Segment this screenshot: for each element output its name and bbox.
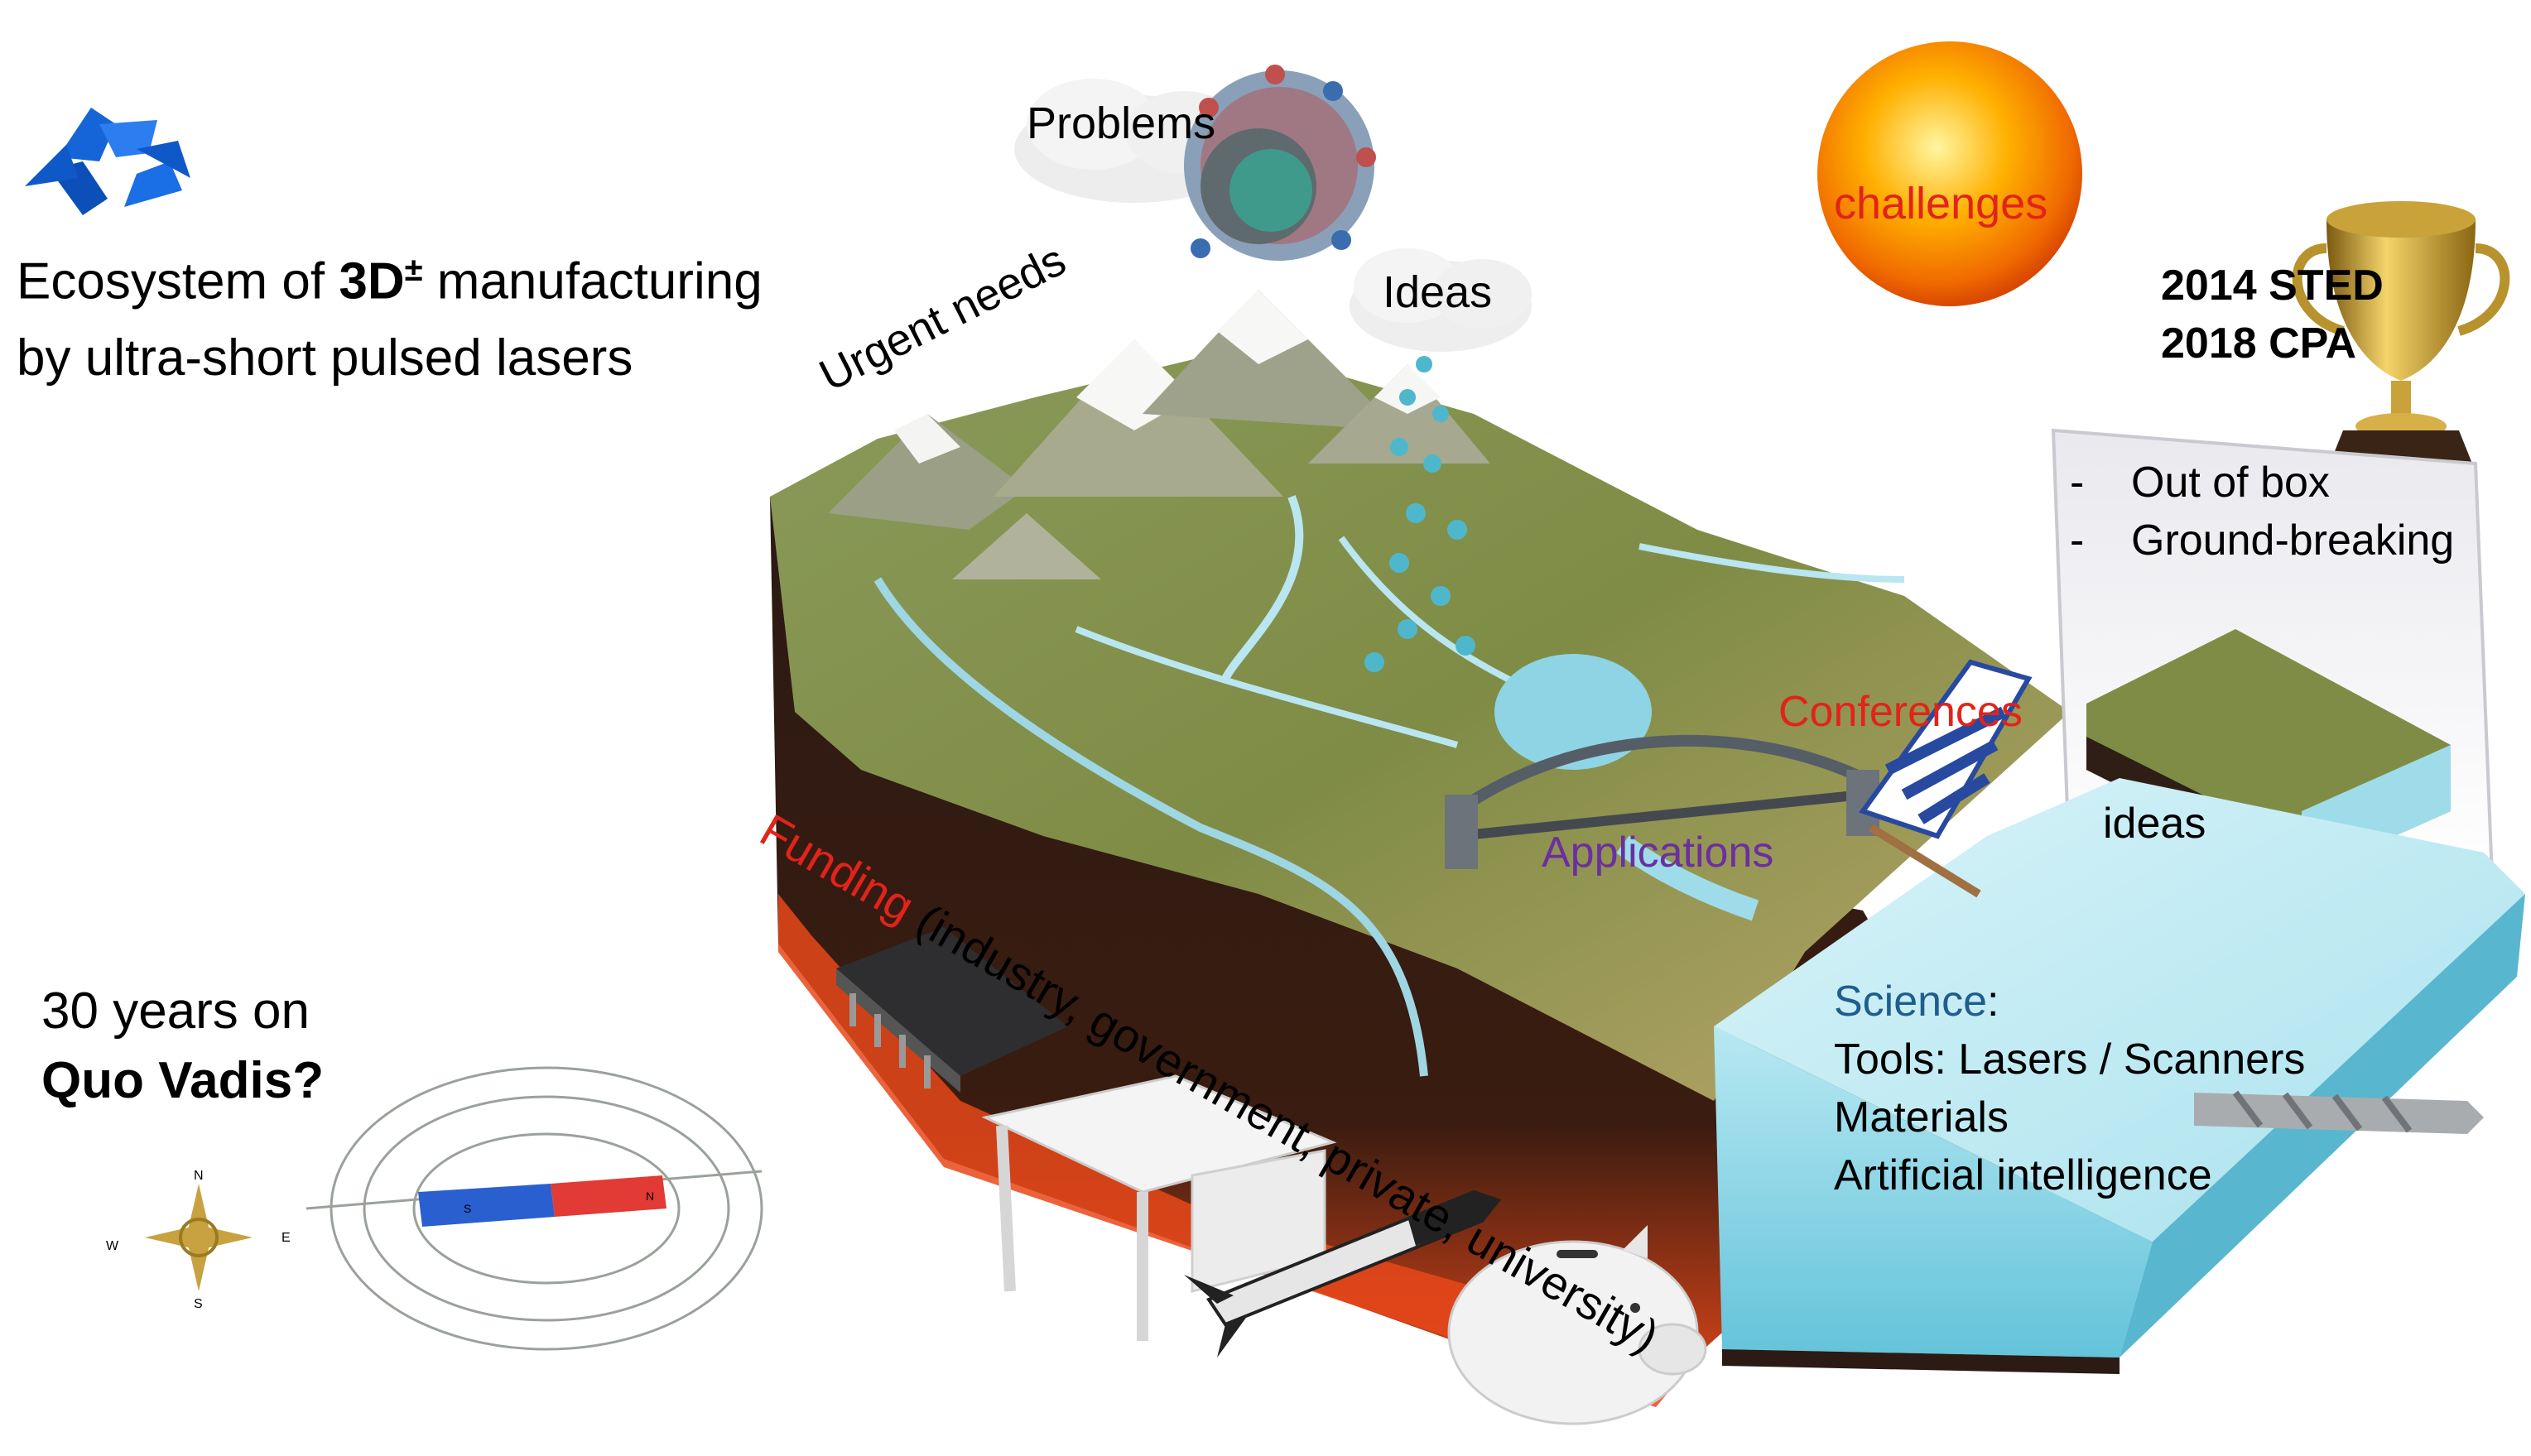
desk-icon: [981, 1074, 1337, 1341]
inset-ideas-label: ideas: [2103, 800, 2206, 848]
title-sup: ±: [404, 252, 423, 288]
years-on-text: 30 years on: [41, 983, 310, 1040]
compass-e: E: [281, 1231, 291, 1245]
inset-list: -Out of box -Ground-breaking: [2070, 454, 2454, 569]
rocket-icon: [1184, 1189, 1502, 1357]
challenges-label: challenges: [1834, 179, 2048, 228]
title-prefix: Ecosystem of: [17, 252, 339, 310]
applications-label: Applications: [1542, 829, 1774, 877]
rain-drops: [1364, 356, 1475, 672]
recycle-icon: [25, 108, 190, 215]
quo-vadis-text: Quo Vadis?: [41, 1052, 325, 1109]
compass-s: S: [194, 1297, 203, 1311]
title-3d: 3D: [339, 252, 405, 310]
nobel-prizes: 2014 STED 2018 CPA: [2161, 257, 2384, 372]
conferences-label: Conferences: [1778, 688, 2023, 736]
quo-vadis-block: 30 years on Quo Vadis?: [41, 977, 324, 1116]
drill-bit-icon: [2194, 1090, 2484, 1134]
inset-item-out-of-box: -Out of box: [2070, 459, 2330, 507]
chip-icon: [836, 927, 1068, 1093]
title-line-1: Ecosystem of 3D± manufacturing: [17, 232, 763, 320]
ideas-cloud: [1350, 248, 1532, 352]
problems-label: Problems: [1027, 99, 1216, 148]
main-title: Ecosystem of 3D± manufacturing by ultra-…: [17, 232, 763, 396]
magnet-n: N: [646, 1189, 654, 1203]
science-block: Science: Tools: Lasers / Scanners Materi…: [1834, 973, 2305, 1204]
bridge-icon: [1445, 734, 1879, 869]
mountains: [828, 290, 1490, 579]
compass-n: N: [194, 1169, 204, 1183]
virus-icon: [1184, 65, 1376, 261]
prize-cpa: 2018 CPA: [2161, 320, 2357, 368]
science-ai: Artificial intelligence: [1834, 1151, 2212, 1199]
magnet-s: S: [464, 1202, 471, 1215]
science-materials: Materials: [1834, 1093, 2009, 1141]
science-heading: Science:: [1834, 978, 1999, 1026]
sun-icon: [1817, 41, 2082, 306]
ideas-label: Ideas: [1383, 267, 1493, 317]
piggy-bank-icon: [1447, 1225, 1707, 1425]
science-tools: Tools: Lasers / Scanners: [1834, 1036, 2306, 1084]
inset-item-ground-breaking: -Ground-breaking: [2070, 517, 2455, 565]
magnet-icon: S N: [306, 1066, 763, 1351]
prize-sted: 2014 STED: [2161, 262, 2384, 310]
title-line-2: by ultra-short pulsed lasers: [17, 329, 633, 387]
beach-chair-icon: [1859, 659, 2033, 898]
title-suffix: manufacturing: [422, 252, 763, 310]
compass-w: W: [106, 1239, 119, 1253]
compass-icon: N E S W: [106, 1169, 291, 1311]
